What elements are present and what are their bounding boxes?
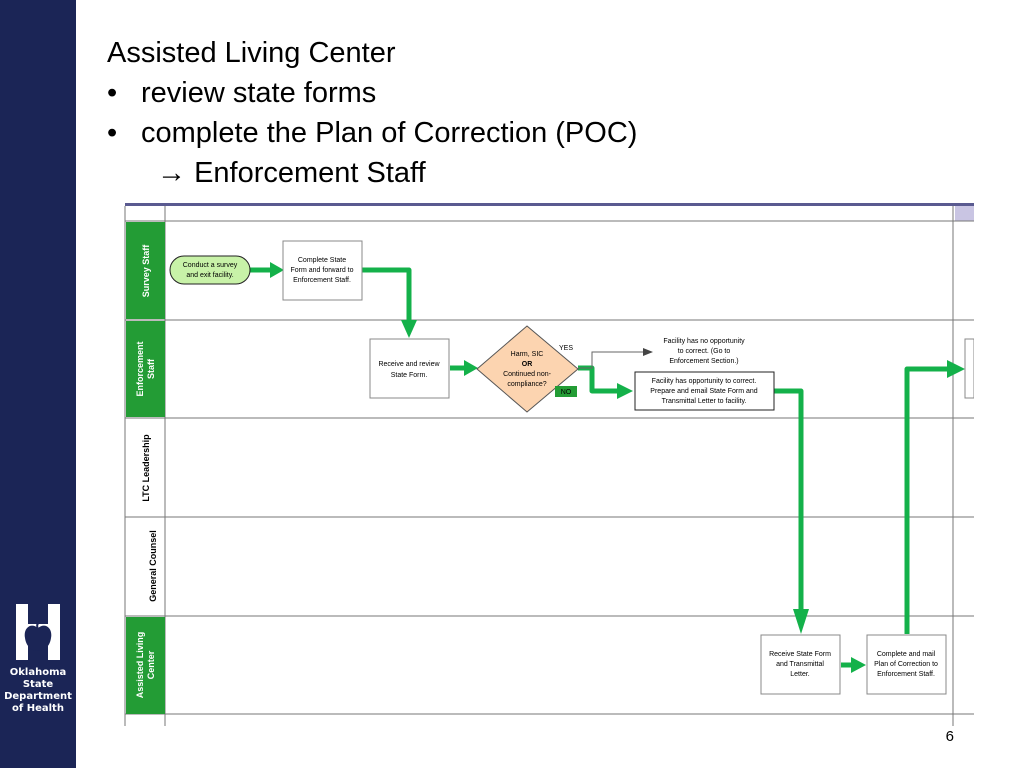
box-line: State Form. (391, 372, 428, 379)
arrow-head (401, 320, 417, 338)
header-band (125, 203, 974, 206)
arrow-head (270, 262, 284, 278)
bullet-item: • review state forms (107, 73, 637, 113)
box-line: Enforcement Staff. (877, 671, 935, 678)
bullet-glyph: • (107, 77, 118, 109)
header-cell (955, 206, 974, 221)
logo-line: Department (4, 691, 72, 702)
arrow-head (617, 383, 633, 399)
yes-label: YES (559, 345, 573, 352)
logo-text: Oklahoma State Department of Health (0, 667, 76, 715)
slide-text: Assisted Living Center • review state for… (107, 33, 637, 193)
lane-label-survey: Survey Staff (141, 244, 151, 298)
opportunity-box (634, 371, 775, 411)
lane-label-bg (126, 222, 165, 319)
decision-line: Continued non- (503, 371, 552, 378)
complete-form-box (282, 240, 363, 301)
page-number: 6 (945, 728, 954, 745)
logo-line: State (22, 679, 54, 690)
receive-review-box (369, 338, 450, 399)
decision-line: compliance? (507, 381, 546, 388)
health-logo-icon (16, 604, 60, 660)
swimlane-diagram: Survey Staff EnforcementStaff LTC Leader… (107, 200, 974, 726)
box-line: and Transmittal (776, 661, 824, 668)
flow-arrows (249, 267, 951, 668)
box-line: Prepare and email State Form and (650, 388, 757, 395)
bullet-glyph: • (107, 117, 118, 149)
yes-connector (578, 351, 643, 369)
slide-title: Assisted Living Center (107, 37, 396, 69)
decision-line: Harm, SIC (511, 351, 544, 358)
sub-bullet-text: Enforcement Staff (194, 157, 426, 189)
lane-label-line: Center (146, 650, 156, 679)
no-opportunity-line: Facility has no opportunity (663, 338, 745, 345)
box-line: Letter. (790, 671, 810, 678)
complete-mail-box (866, 634, 947, 695)
no-label-bg (555, 386, 577, 397)
box-line: Complete State (298, 257, 346, 264)
offscreen-box (964, 338, 974, 399)
arrow-right-icon: → (157, 157, 186, 189)
no-label: NO (561, 389, 572, 396)
box-line: Facility has opportunity to correct. (652, 378, 757, 385)
box-line: Complete and mail (877, 651, 936, 658)
no-opportunity-line: to correct. (Go to (678, 348, 731, 355)
flow-arrow (904, 366, 951, 634)
no-opportunity-line: Enforcement Section.) (669, 358, 738, 365)
lane-label-assisted: Assisted LivingCenter (135, 632, 156, 699)
box-line: Enforcement Staff. (293, 277, 351, 284)
logo-line: of Health (12, 703, 64, 714)
arrow-head (793, 609, 809, 634)
logo-line: Oklahoma (9, 667, 67, 678)
box-line: Form and forward to (290, 267, 353, 274)
box-line: Plan of Correction to (874, 661, 938, 668)
lane-label-line: Staff (146, 358, 156, 379)
receive-form-box (760, 634, 841, 695)
arrow-head (947, 360, 965, 378)
arrow-head (851, 657, 866, 673)
lane-label-bg (126, 617, 165, 714)
box-line: Receive State Form (769, 651, 831, 658)
flow-arrow (362, 267, 412, 322)
lane-label-bg (126, 321, 165, 417)
decision-diamond (476, 325, 579, 413)
arrow-heads (270, 262, 965, 673)
lane-label-counsel: General Counsel (148, 530, 158, 602)
sub-bullet: → Enforcement Staff (107, 153, 637, 193)
decision-line: OR (522, 361, 533, 368)
box-line: Transmittal Letter to facility. (662, 398, 747, 405)
bullet-item: • complete the Plan of Correction (POC) (107, 113, 637, 153)
bullet-text: review state forms (141, 77, 377, 109)
bullet-text: complete the Plan of Correction (POC) (141, 117, 638, 149)
start-node-line: Conduct a survey (183, 262, 238, 269)
lane-label-line: Enforcement (135, 341, 145, 396)
start-node (169, 255, 251, 285)
lane-label-leadership: LTC Leadership (141, 434, 151, 502)
lane-label-enforcement: EnforcementStaff (135, 341, 156, 396)
flow-arrow (774, 388, 804, 611)
yes-arrow-head (643, 348, 653, 356)
lane-label-line: Assisted Living (135, 632, 145, 699)
box-line: Receive and review (378, 361, 440, 368)
sidebar-band: Oklahoma State Department of Health (0, 0, 76, 768)
arrow-head (464, 360, 478, 376)
start-node-line: and exit facility. (186, 272, 233, 279)
